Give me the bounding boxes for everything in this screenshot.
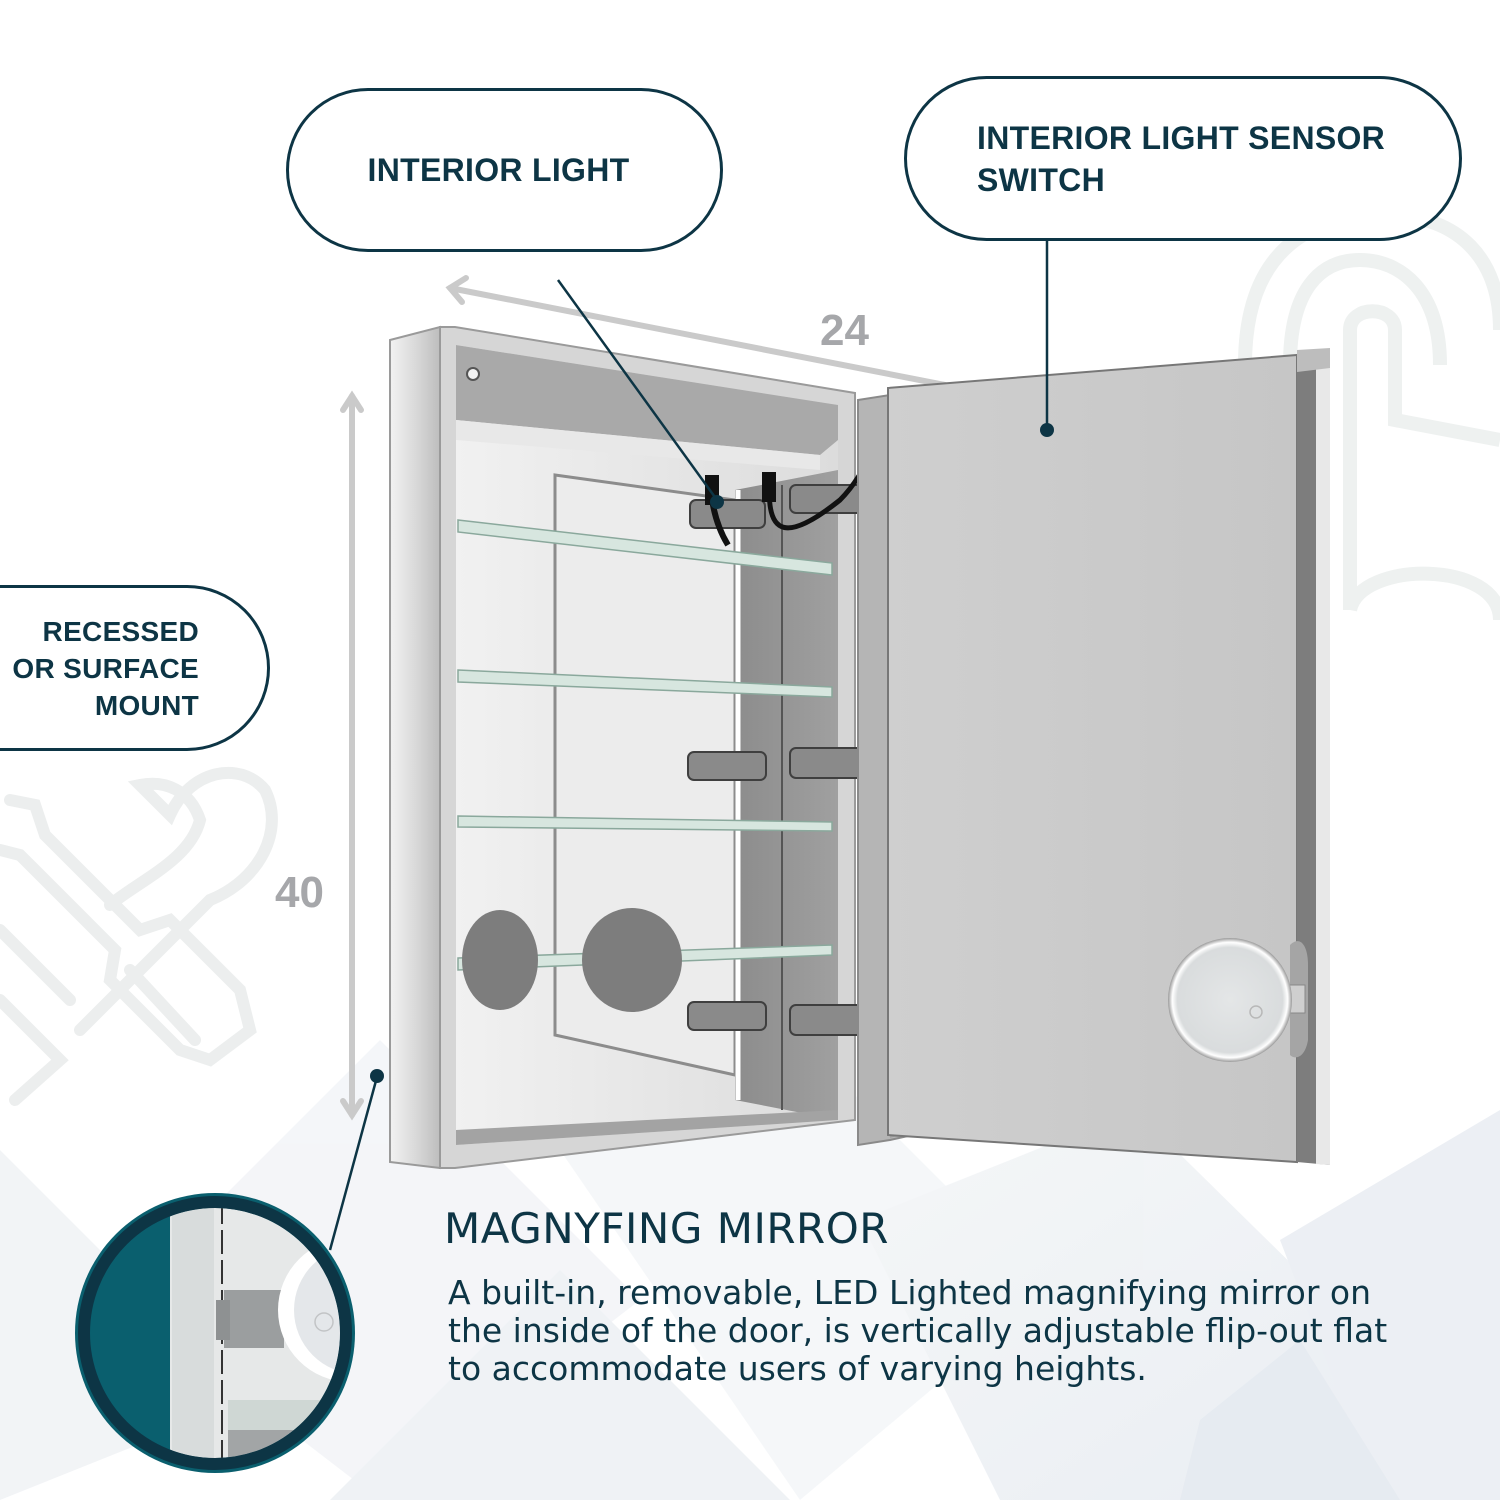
magnifying-mirror: [1168, 938, 1292, 1062]
callout-leader-lines: [328, 241, 1049, 1251]
feature-title: MAGNYFING MIRROR: [444, 1204, 889, 1253]
callout-interior-light-label: INTERIOR LIGHT: [367, 152, 630, 188]
width-dimension-arrow: [445, 275, 948, 388]
callout-anchor-dots: [370, 423, 1054, 1083]
callout-mount-line3: MOUNT: [94, 689, 199, 721]
feature-description: A built-in, removable, LED Lighted magni…: [448, 1273, 1388, 1388]
callout-interior-light-sensor-switch: INTERIOR LIGHT SENSOR SWITCH: [904, 76, 1462, 241]
callout-recessed-or-surface-mount: RECESSED OR SURFACE MOUNT: [0, 585, 270, 751]
cabinet-door: [857, 348, 1330, 1165]
callout-interior-light: INTERIOR LIGHT: [286, 88, 723, 252]
wrench-screwdriver-watermark-icon: [0, 766, 278, 1106]
callout-mount-line2: OR SURFACE: [12, 652, 199, 684]
height-dimension-arrow: [340, 390, 364, 1121]
height-dimension-label: 40: [275, 868, 324, 917]
cabinet-body: [389, 325, 891, 1170]
width-dimension-label: 24: [820, 306, 869, 355]
callout-mount-line1: RECESSED: [42, 615, 199, 647]
callout-sensor-label-line1: INTERIOR LIGHT SENSOR: [977, 119, 1386, 156]
callout-sensor-label-line2: SWITCH: [977, 161, 1106, 198]
magnifier-zoom-detail: [75, 1193, 355, 1473]
